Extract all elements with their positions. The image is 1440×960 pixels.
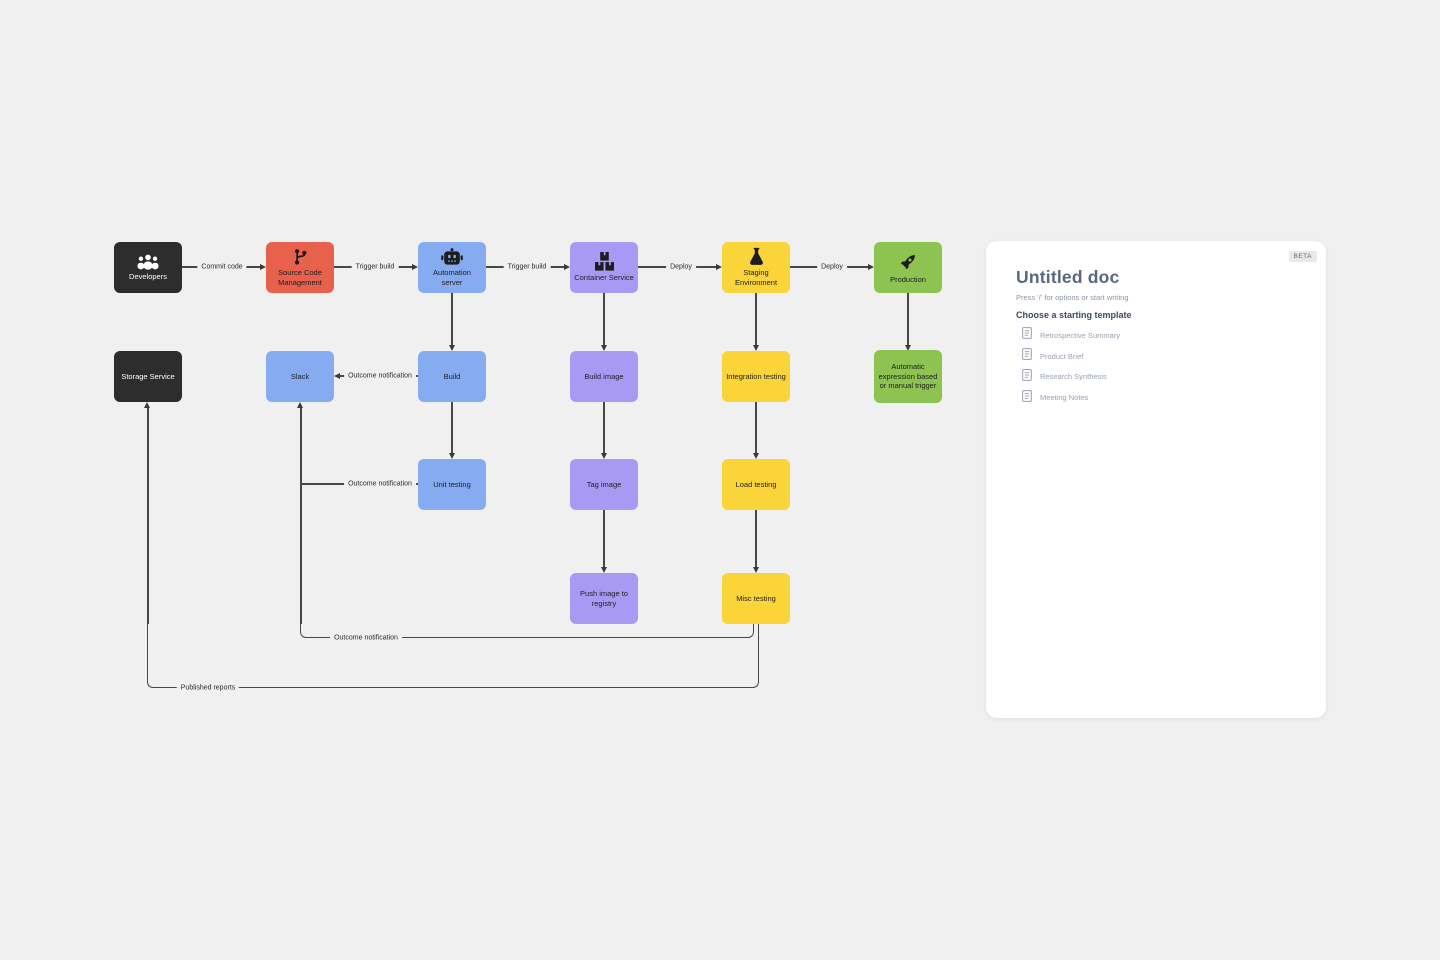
node-build-image[interactable]: Build image — [570, 351, 638, 402]
template-item-label: Retrospective Summary — [1040, 330, 1121, 340]
node-label: Push image to registry — [580, 588, 628, 608]
node-label: Build image — [584, 371, 624, 381]
node-load-testing[interactable]: Load testing — [722, 459, 790, 510]
node-label: Tag image — [586, 479, 622, 489]
node-label: Storage Service — [121, 371, 175, 381]
edge-label-outcome-notification-misc[interactable]: Outcome notification — [330, 634, 402, 641]
template-item-label: Product Brief — [1040, 351, 1084, 361]
template-item-product-brief[interactable]: Product Brief — [1022, 346, 1306, 367]
node-container-service[interactable]: Container Service — [570, 242, 638, 293]
node-build[interactable]: Build — [418, 351, 486, 402]
edge-container-buildimage — [603, 293, 605, 345]
edge-label-published-reports[interactable]: Published reports — [176, 684, 240, 691]
arrowhead-icon — [752, 453, 759, 459]
edge-label-outcome-notification-build[interactable]: Outcome notification — [344, 372, 416, 380]
template-item-label: Research Synthesis — [1040, 372, 1107, 382]
node-misc-testing[interactable]: Misc testing — [722, 573, 790, 624]
edge-staging-integration — [755, 293, 757, 345]
template-item-research-synthesis[interactable]: Research Synthesis — [1022, 367, 1306, 388]
node-staging-environment[interactable]: Staging Environment — [722, 242, 790, 293]
edge-automation-build — [451, 293, 453, 345]
template-item-label: Meeting Notes — [1040, 393, 1089, 403]
node-label: Staging Environment — [734, 268, 778, 287]
edge-slack-vertical — [300, 408, 302, 624]
edge-storage-vertical — [147, 408, 149, 624]
arrowhead-icon — [752, 567, 759, 573]
rocket-icon — [897, 251, 919, 273]
template-list: Retrospective Summary Product Brief Rese… — [1022, 325, 1306, 408]
arrowhead-icon — [448, 345, 455, 351]
node-unit-testing[interactable]: Unit testing — [418, 459, 486, 510]
arrowhead-icon — [412, 263, 418, 270]
node-push-image-to-registry[interactable]: Push image to registry — [570, 573, 638, 624]
edge-tagimage-pushimage — [603, 510, 605, 567]
node-label: Unit testing — [433, 479, 471, 489]
arrowhead-icon — [752, 345, 759, 351]
git-branch-icon — [292, 248, 309, 266]
arrowhead-icon — [868, 263, 874, 270]
node-label: Build — [443, 371, 461, 381]
node-slack[interactable]: Slack — [266, 351, 334, 402]
node-label: Production — [890, 274, 926, 284]
doc-title[interactable]: Untitled doc — [1016, 267, 1120, 287]
stacked-boxes-icon — [594, 252, 615, 271]
template-item-meeting-notes[interactable]: Meeting Notes — [1022, 387, 1306, 408]
node-label: Source Code Management — [278, 267, 322, 287]
node-label: Automation server — [433, 267, 471, 287]
arrowhead-icon — [144, 402, 151, 408]
edge-label-trigger-build-2[interactable]: Trigger build — [503, 263, 551, 271]
node-developers[interactable]: Developers — [114, 242, 182, 293]
arrowhead-icon — [600, 345, 607, 351]
edge-label-commit-code[interactable]: Commit code — [197, 263, 247, 271]
edge-build-unittesting — [451, 402, 453, 453]
node-label: Load testing — [735, 479, 777, 489]
node-label: Slack — [290, 371, 310, 381]
beta-badge: BETA — [1288, 251, 1317, 262]
doc-panel: BETA Untitled doc Press '/' for options … — [986, 241, 1326, 718]
arrowhead-icon — [600, 453, 607, 459]
node-label: Developers — [129, 271, 167, 281]
templates-heading: Choose a starting template — [1016, 310, 1132, 320]
node-storage-service[interactable]: Storage Service — [114, 351, 182, 402]
doc-template-icon — [1022, 389, 1032, 407]
edge-buildimage-tagimage — [603, 402, 605, 453]
node-label: Automatic expression based or manual tri… — [878, 361, 938, 391]
doc-template-icon — [1022, 347, 1032, 365]
edge-label-deploy-2[interactable]: Deploy — [817, 263, 847, 271]
arrowhead-icon — [334, 372, 340, 379]
arrowhead-icon — [564, 263, 570, 270]
node-integration-testing[interactable]: Integration testing — [722, 351, 790, 402]
arrowhead-icon — [297, 402, 304, 408]
edge-label-outcome-notification-unit[interactable]: Outcome notification — [344, 480, 416, 488]
people-group-icon — [136, 254, 160, 270]
edge-production-trigger — [907, 293, 909, 345]
node-label: Misc testing — [736, 593, 776, 603]
node-automation-server[interactable]: Automation server — [418, 242, 486, 293]
node-label: Integration testing — [726, 371, 786, 381]
edge-label-deploy-1[interactable]: Deploy — [666, 263, 696, 271]
edge-label-trigger-build-1[interactable]: Trigger build — [351, 263, 399, 271]
arrowhead-icon — [904, 345, 911, 351]
arrowhead-icon — [600, 567, 607, 573]
doc-template-icon — [1022, 368, 1032, 386]
doc-editor-hint[interactable]: Press '/' for options or start writing — [1016, 293, 1129, 302]
robot-icon — [440, 247, 464, 266]
arrowhead-icon — [260, 263, 266, 270]
node-tag-image[interactable]: Tag image — [570, 459, 638, 510]
edge-misctesting-slack — [300, 624, 755, 638]
flask-icon — [748, 247, 765, 266]
template-item-retrospective-summary[interactable]: Retrospective Summary — [1022, 325, 1306, 346]
arrowhead-icon — [716, 263, 722, 270]
node-source-code-management[interactable]: Source Code Management — [266, 242, 334, 293]
edge-loadtesting-misctesting — [755, 510, 757, 567]
arrowhead-icon — [448, 453, 455, 459]
doc-template-icon — [1022, 326, 1032, 344]
edge-misctesting-storage — [147, 624, 759, 688]
node-automatic-trigger[interactable]: Automatic expression based or manual tri… — [874, 350, 942, 403]
edge-integration-loadtesting — [755, 402, 757, 453]
node-production[interactable]: Production — [874, 242, 942, 293]
node-label: Container Service — [574, 273, 634, 283]
